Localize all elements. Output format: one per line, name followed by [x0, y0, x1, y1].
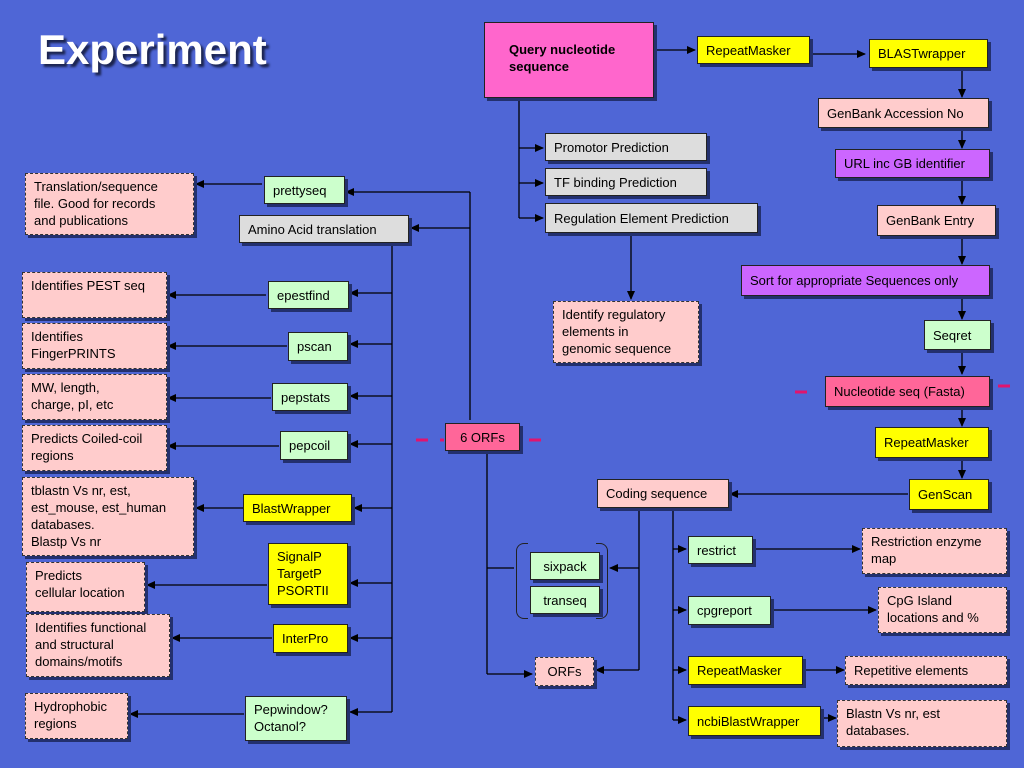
promotor-prediction-box[interactable]: Promotor Prediction	[545, 133, 707, 161]
regulation-element-box[interactable]: Regulation Element Prediction	[545, 203, 758, 233]
blastn-result-box: Blastn Vs nr, est databases.	[837, 700, 1007, 747]
repeatmasker-bottom-box[interactable]: RepeatMasker	[688, 656, 803, 685]
repetitive-elements-box: Repetitive elements	[845, 656, 1007, 685]
prettyseq-box[interactable]: prettyseq	[264, 176, 345, 204]
genscan-box[interactable]: GenScan	[909, 479, 989, 510]
blastwrapper-left-box[interactable]: BlastWrapper	[243, 494, 352, 522]
pepcoil-box[interactable]: pepcoil	[280, 431, 348, 460]
functional-domains-box: Identifies functional and structural dom…	[26, 614, 170, 677]
cpg-island-box: CpG Island locations and %	[878, 587, 1007, 633]
mw-length-result-box: MW, length, charge, pI, etc	[22, 374, 167, 420]
tf-binding-prediction-box[interactable]: TF binding Prediction	[545, 168, 707, 196]
genbank-entry-box[interactable]: GenBank Entry	[877, 205, 996, 236]
sixpack-box[interactable]: sixpack	[530, 552, 600, 580]
interpro-box[interactable]: InterPro	[273, 624, 348, 653]
pscan-box[interactable]: pscan	[288, 332, 348, 361]
tblastn-result-box: tblastn Vs nr, est, est_mouse, est_human…	[22, 477, 194, 556]
sort-sequences-box[interactable]: Sort for appropriate Sequences only	[741, 265, 990, 296]
bracket-left	[516, 543, 528, 619]
cellular-location-box: Predicts cellular location	[26, 562, 145, 612]
orfs-box[interactable]: ORFs	[535, 657, 594, 686]
epestfind-box[interactable]: epestfind	[268, 281, 349, 309]
translation-file-box: Translation/sequence file. Good for reco…	[25, 173, 194, 235]
query-nucleotide-box[interactable]: Query nucleotide sequence	[484, 22, 654, 98]
coding-sequence-box[interactable]: Coding sequence	[597, 479, 729, 508]
hydrophobic-result-box: Hydrophobic regions	[25, 693, 128, 739]
pest-result-box: Identifies PEST seq	[22, 272, 167, 318]
pepstats-box[interactable]: pepstats	[272, 383, 348, 411]
nucleotide-fasta-box[interactable]: Nucleotide seq (Fasta)	[825, 376, 990, 407]
url-gb-identifier-box[interactable]: URL inc GB identifier	[835, 149, 990, 178]
restriction-map-box: Restriction enzyme map	[862, 528, 1007, 574]
pepwindow-box[interactable]: Pepwindow? Octanol?	[245, 696, 347, 741]
repeatmasker-mid-box[interactable]: RepeatMasker	[875, 427, 989, 458]
coiled-coil-result-box: Predicts Coiled-coil regions	[22, 425, 167, 471]
fingerprints-result-box: Identifies FingerPRINTS	[22, 323, 167, 369]
six-orfs-box[interactable]: 6 ORFs	[445, 423, 520, 451]
amino-acid-translation-box[interactable]: Amino Acid translation	[239, 215, 409, 243]
restrict-box[interactable]: restrict	[688, 536, 753, 564]
identify-regulatory-box: Identify regulatory elements in genomic …	[553, 301, 699, 363]
repeatmasker-top-box[interactable]: RepeatMasker	[697, 36, 810, 64]
seqret-box[interactable]: Seqret	[924, 320, 991, 350]
page-title: Experiment	[38, 26, 267, 73]
bracket-right	[596, 543, 608, 619]
ncbiblastwrapper-box[interactable]: ncbiBlastWrapper	[688, 706, 821, 736]
signalp-box[interactable]: SignalP TargetP PSORTII	[268, 543, 348, 605]
blastwrapper-top-box[interactable]: BLASTwrapper	[869, 39, 988, 68]
cpgreport-box[interactable]: cpgreport	[688, 596, 771, 625]
transeq-box[interactable]: transeq	[530, 586, 600, 614]
genbank-accession-box[interactable]: GenBank Accession No	[818, 98, 989, 128]
